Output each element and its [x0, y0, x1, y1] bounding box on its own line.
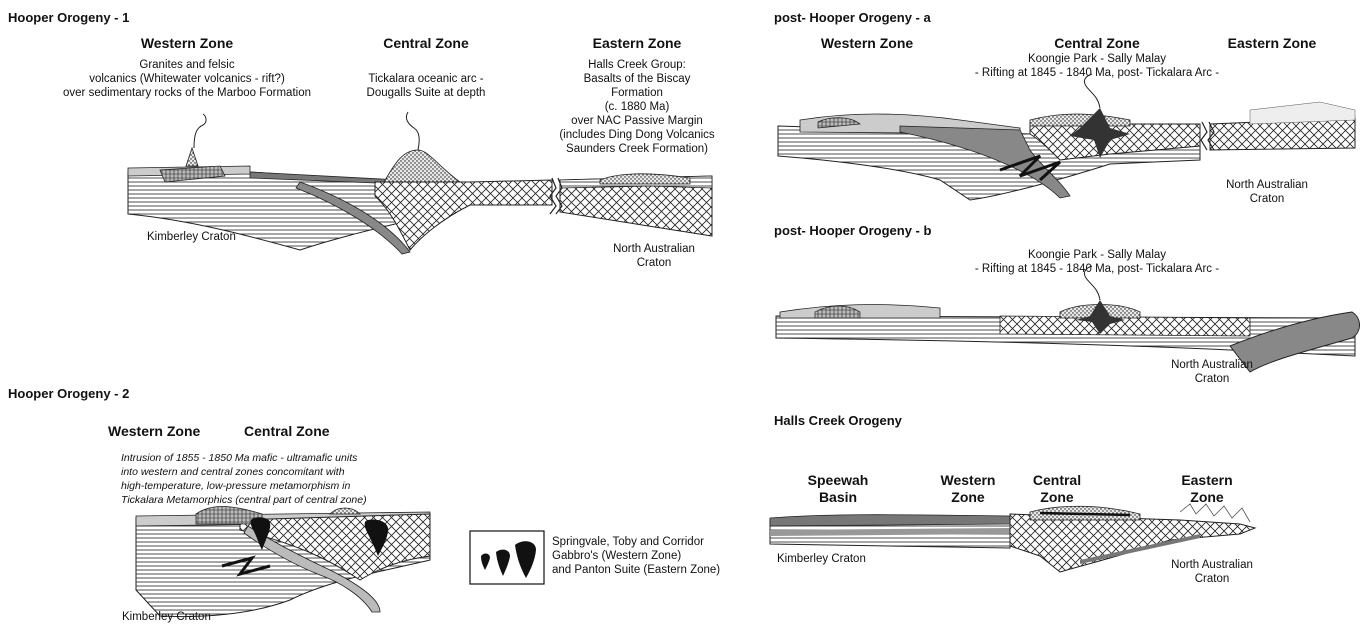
zone-label-central: Central Zone	[244, 423, 330, 439]
legend-line: and Panton Suite (Eastern Zone)	[552, 564, 720, 576]
panel-post-hooper-b: post- Hooper Orogeny - b Koongie Park - …	[774, 223, 1360, 385]
cross-section-b	[776, 266, 1360, 372]
panel-title: post- Hooper Orogeny - b	[774, 223, 932, 238]
note-line: Granites and felsic	[139, 59, 234, 71]
note-line: (c. 1880 Ma)	[605, 101, 670, 113]
note-line: Halls Creek Group:	[588, 59, 686, 71]
legend-line: Springvale, Toby and Corridor	[552, 536, 704, 548]
zone-label-central: Central Zone	[1054, 35, 1140, 51]
zone-label-western: Western	[941, 472, 996, 488]
north-australian-craton-label: North Australian	[1171, 359, 1253, 371]
legend-line: Gabbro's (Western Zone)	[552, 550, 681, 562]
note-line: high-temperature, low-pressure metamorph…	[121, 480, 350, 492]
note-line: Tickalara oceanic arc -	[368, 73, 483, 85]
zone-label-eastern: Zone	[1190, 489, 1224, 505]
note-line: - Rifting at 1845 - 1840 Ma, post- Ticka…	[975, 67, 1219, 79]
zone-label-speewah: Speewah	[808, 472, 869, 488]
north-australian-craton-label: Craton	[1195, 573, 1230, 585]
zone-label-western: Western Zone	[821, 35, 914, 51]
zone-label-central: Central Zone	[383, 35, 469, 51]
zone-label-central: Zone	[1040, 489, 1074, 505]
note-line: (includes Ding Dong Volcanics	[559, 129, 715, 141]
kimberley-craton-label: Kimberley Craton	[147, 231, 236, 243]
panel-title: post- Hooper Orogeny - a	[774, 10, 932, 25]
panel-hooper-orogeny-2: Hooper Orogeny - 2 Western Zone Central …	[8, 386, 720, 623]
zone-label-western: Western Zone	[141, 35, 234, 51]
north-australian-craton-label: North Australian	[613, 243, 695, 255]
panel-halls-creek-orogeny: Halls Creek Orogeny Speewah Basin Wester…	[770, 413, 1255, 585]
cross-section-2	[136, 507, 430, 617]
panel-title: Hooper Orogeny - 1	[8, 10, 129, 25]
note-line: volcanics (Whitewater volcanics - rift?)	[89, 73, 285, 85]
kimberley-craton-label: Kimberley Craton	[777, 553, 866, 565]
note-line: Basalts of the Biscay	[584, 73, 691, 85]
intrusion-note: Intrusion of 1855 - 1850 Ma mafic - ultr…	[121, 452, 367, 506]
north-australian-craton-label: Craton	[1195, 373, 1230, 385]
zone-label-eastern: Eastern Zone	[1228, 35, 1317, 51]
zone-label-eastern: Eastern Zone	[593, 35, 682, 51]
kimberley-craton-label: Kimberley Craton	[122, 611, 211, 623]
zone-label-central: Central	[1033, 472, 1081, 488]
gabbro-legend: Springvale, Toby and Corridor Gabbro's (…	[470, 531, 720, 584]
north-australian-craton-label: North Australian	[1226, 179, 1308, 191]
north-australian-craton-label: North Australian	[1171, 559, 1253, 571]
zone-label-eastern: Eastern	[1181, 472, 1232, 488]
note-line: Intrusion of 1855 - 1850 Ma mafic - ultr…	[121, 452, 358, 464]
panel-title: Hooper Orogeny - 2	[8, 386, 129, 401]
note-line: Saunders Creek Formation)	[566, 143, 708, 155]
zone-label-western: Western Zone	[108, 423, 201, 439]
eastern-zone-note: Halls Creek Group: Basalts of the Biscay…	[559, 59, 715, 155]
note-line: - Rifting at 1845 - 1840 Ma, post- Ticka…	[975, 263, 1219, 275]
western-zone-note: Granites and felsic volcanics (Whitewate…	[63, 59, 311, 99]
note-line: Koongie Park - Sally Malay	[1028, 53, 1166, 65]
note-line: over sedimentary rocks of the Marboo For…	[63, 87, 311, 99]
panel-post-hooper-a: post- Hooper Orogeny - a Western Zone Ce…	[774, 10, 1355, 205]
panel-hooper-orogeny-1: Hooper Orogeny - 1 Western Zone Central …	[8, 10, 715, 269]
note-line: Formation	[611, 87, 663, 99]
north-australian-craton-label: Craton	[637, 257, 672, 269]
zone-label-speewah: Basin	[819, 489, 857, 505]
panel-title: Halls Creek Orogeny	[774, 413, 903, 428]
note-line: Dougalls Suite at depth	[367, 87, 486, 99]
central-zone-note: Tickalara oceanic arc - Dougalls Suite a…	[367, 73, 486, 99]
note-line: Koongie Park - Sally Malay	[1028, 249, 1166, 261]
note-line: over NAC Passive Margin	[571, 115, 703, 127]
north-australian-craton-label: Craton	[1250, 193, 1285, 205]
note-line: into western and central zones concomita…	[121, 466, 345, 478]
note-line: Tickalara Metamorphics (central part of …	[121, 494, 367, 506]
zone-label-western: Zone	[951, 489, 985, 505]
